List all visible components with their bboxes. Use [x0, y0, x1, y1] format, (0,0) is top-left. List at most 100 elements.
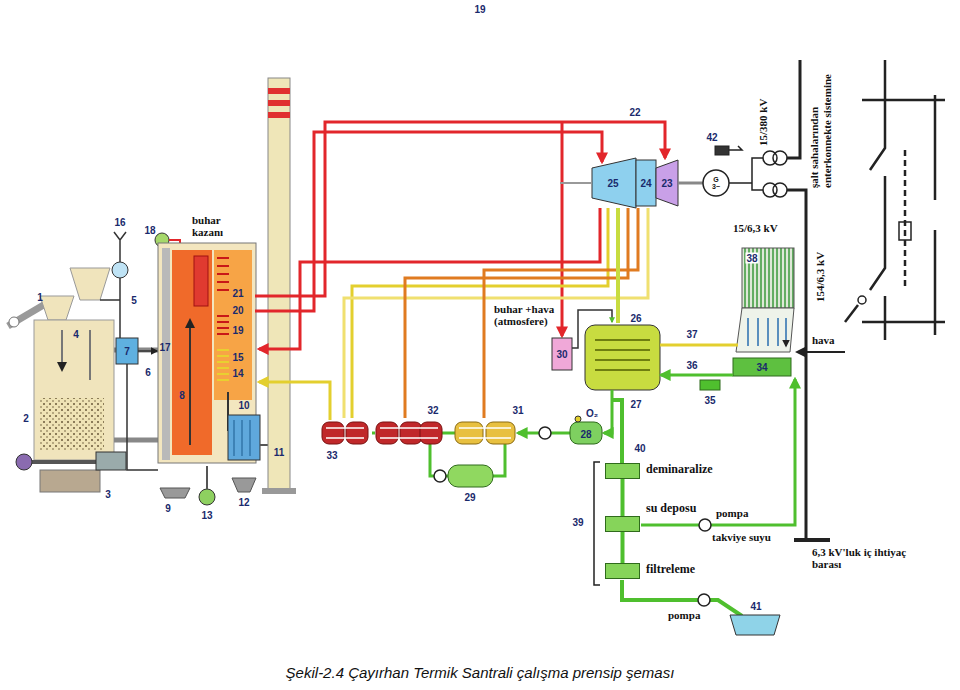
callout-number: 29 — [464, 492, 475, 503]
callout-number: 30 — [556, 349, 567, 360]
coal-mill-part — [40, 296, 74, 320]
steam-pipes-part — [616, 208, 620, 323]
feedwater-pipes-part — [570, 422, 602, 444]
makeup-water-pipes-part — [612, 400, 622, 463]
callout-number: 25 — [607, 178, 618, 189]
label-text: pompa — [668, 609, 700, 621]
callout-number: 19 — [232, 325, 243, 336]
turbine-part — [656, 160, 678, 206]
air-fan-and-heater-part — [138, 350, 157, 352]
callout-number: 37 — [686, 329, 697, 340]
turbine-part — [636, 160, 656, 206]
callout-number: 32 — [427, 405, 438, 416]
generator-and-transformers-part — [729, 146, 763, 190]
callout-number: 9 — [165, 503, 171, 514]
air-fan-and-heater-part — [127, 364, 158, 470]
generator-and-transformers-part — [703, 170, 729, 196]
label-text: hava — [812, 334, 835, 346]
steam-pipes-part — [255, 132, 602, 311]
cooling-tower-part — [748, 318, 786, 346]
cooling-water-pipes-part — [660, 344, 738, 347]
callout-number: 39 — [572, 517, 583, 528]
switchyard-part — [904, 150, 907, 290]
treatment-box: deminaralize — [605, 463, 640, 479]
label-text: 6,3 kV'luk iç ihtiyaç barası — [812, 546, 922, 570]
makeup-water-pipes — [594, 400, 780, 635]
feedwater-pipes-part-part — [455, 422, 483, 444]
cooling-water-pipes — [641, 345, 795, 531]
callout-number: 12 — [238, 497, 249, 508]
feedwater-pipes-part — [604, 390, 612, 433]
boiler-part — [217, 258, 229, 290]
feedwater-pipes-part-part — [400, 422, 422, 444]
condenser-part — [585, 325, 660, 390]
generator-and-transformers-part — [715, 146, 729, 155]
switchyard-part — [862, 100, 945, 322]
boiler-part — [228, 415, 260, 460]
callout-number: 20 — [232, 305, 243, 316]
callout-number: 2 — [23, 413, 29, 424]
chimney — [262, 78, 296, 494]
condenser-part — [595, 340, 650, 370]
callout-number: 7 — [124, 346, 130, 357]
switchyard-part — [934, 95, 937, 335]
feedwater-pipes-part-part — [376, 422, 398, 444]
air-fan-and-heater — [100, 232, 180, 470]
turbine-part — [560, 182, 592, 184]
box-heading: su deposu — [645, 502, 697, 515]
switchyard-part — [858, 296, 866, 304]
steam-pipes-part — [352, 208, 608, 418]
air-fan-and-heater-part — [114, 232, 126, 262]
cooling-tower — [733, 248, 845, 376]
water-pipe — [621, 479, 625, 516]
coal-mill-part — [40, 470, 100, 492]
label-text: buhar +hava (atmosfere) — [494, 303, 556, 327]
callout-number: 34 — [756, 362, 767, 373]
condenser-part — [552, 338, 572, 370]
generator-and-transformers-part — [773, 183, 787, 197]
coal-mill-part — [70, 268, 110, 300]
callout-number: 22 — [629, 107, 640, 118]
boiler-part — [207, 445, 268, 489]
chimney-part — [268, 112, 290, 118]
steam-pipes-part — [561, 122, 564, 336]
makeup-water-pipes-part — [698, 594, 710, 606]
cooling-water-pipes-part — [700, 380, 720, 390]
boiler-part — [232, 478, 256, 492]
switchyard-part — [870, 60, 885, 340]
callout-number: 33 — [326, 450, 337, 461]
turbine — [560, 158, 678, 208]
switchyard-part — [845, 305, 858, 322]
feedwater-pipes-part — [455, 422, 515, 444]
makeup-water-pipes-part — [730, 615, 780, 635]
label-text: G 3~ — [709, 176, 723, 190]
chimney-part — [262, 488, 296, 494]
callout-number: 21 — [232, 288, 243, 299]
coal-mill-part — [9, 317, 19, 327]
condenser — [552, 310, 660, 390]
boiler-part — [217, 350, 229, 380]
figure-caption: Şekil-2.4 Çayırhan Termik Santrali çalış… — [286, 664, 675, 681]
switchyard-part — [899, 222, 911, 240]
cooling-tower-part — [733, 358, 791, 376]
callout-number: 41 — [750, 601, 761, 612]
chimney-part — [268, 88, 290, 94]
callout-number: 19 — [474, 4, 485, 15]
generator-and-transformers-part — [773, 151, 787, 165]
generator-and-transformers-part — [678, 182, 703, 185]
boiler-part — [217, 316, 229, 334]
feedwater-pipes-part — [539, 427, 551, 439]
label-text: buhar kazanı — [192, 214, 237, 238]
callout-number: 11 — [274, 447, 285, 458]
coal-mill-part — [96, 452, 126, 470]
cooling-tower-part — [797, 351, 845, 353]
boiler-part — [162, 248, 170, 460]
cooling-water-pipes-part — [641, 379, 795, 525]
callout-number: 10 — [238, 400, 249, 411]
callout-number: 31 — [512, 405, 523, 416]
steam-pipes — [255, 122, 665, 420]
callout-number: 14 — [232, 368, 243, 379]
callout-number: 23 — [661, 178, 672, 189]
coal-mill-part — [16, 454, 32, 470]
callout-number: 28 — [580, 429, 591, 440]
